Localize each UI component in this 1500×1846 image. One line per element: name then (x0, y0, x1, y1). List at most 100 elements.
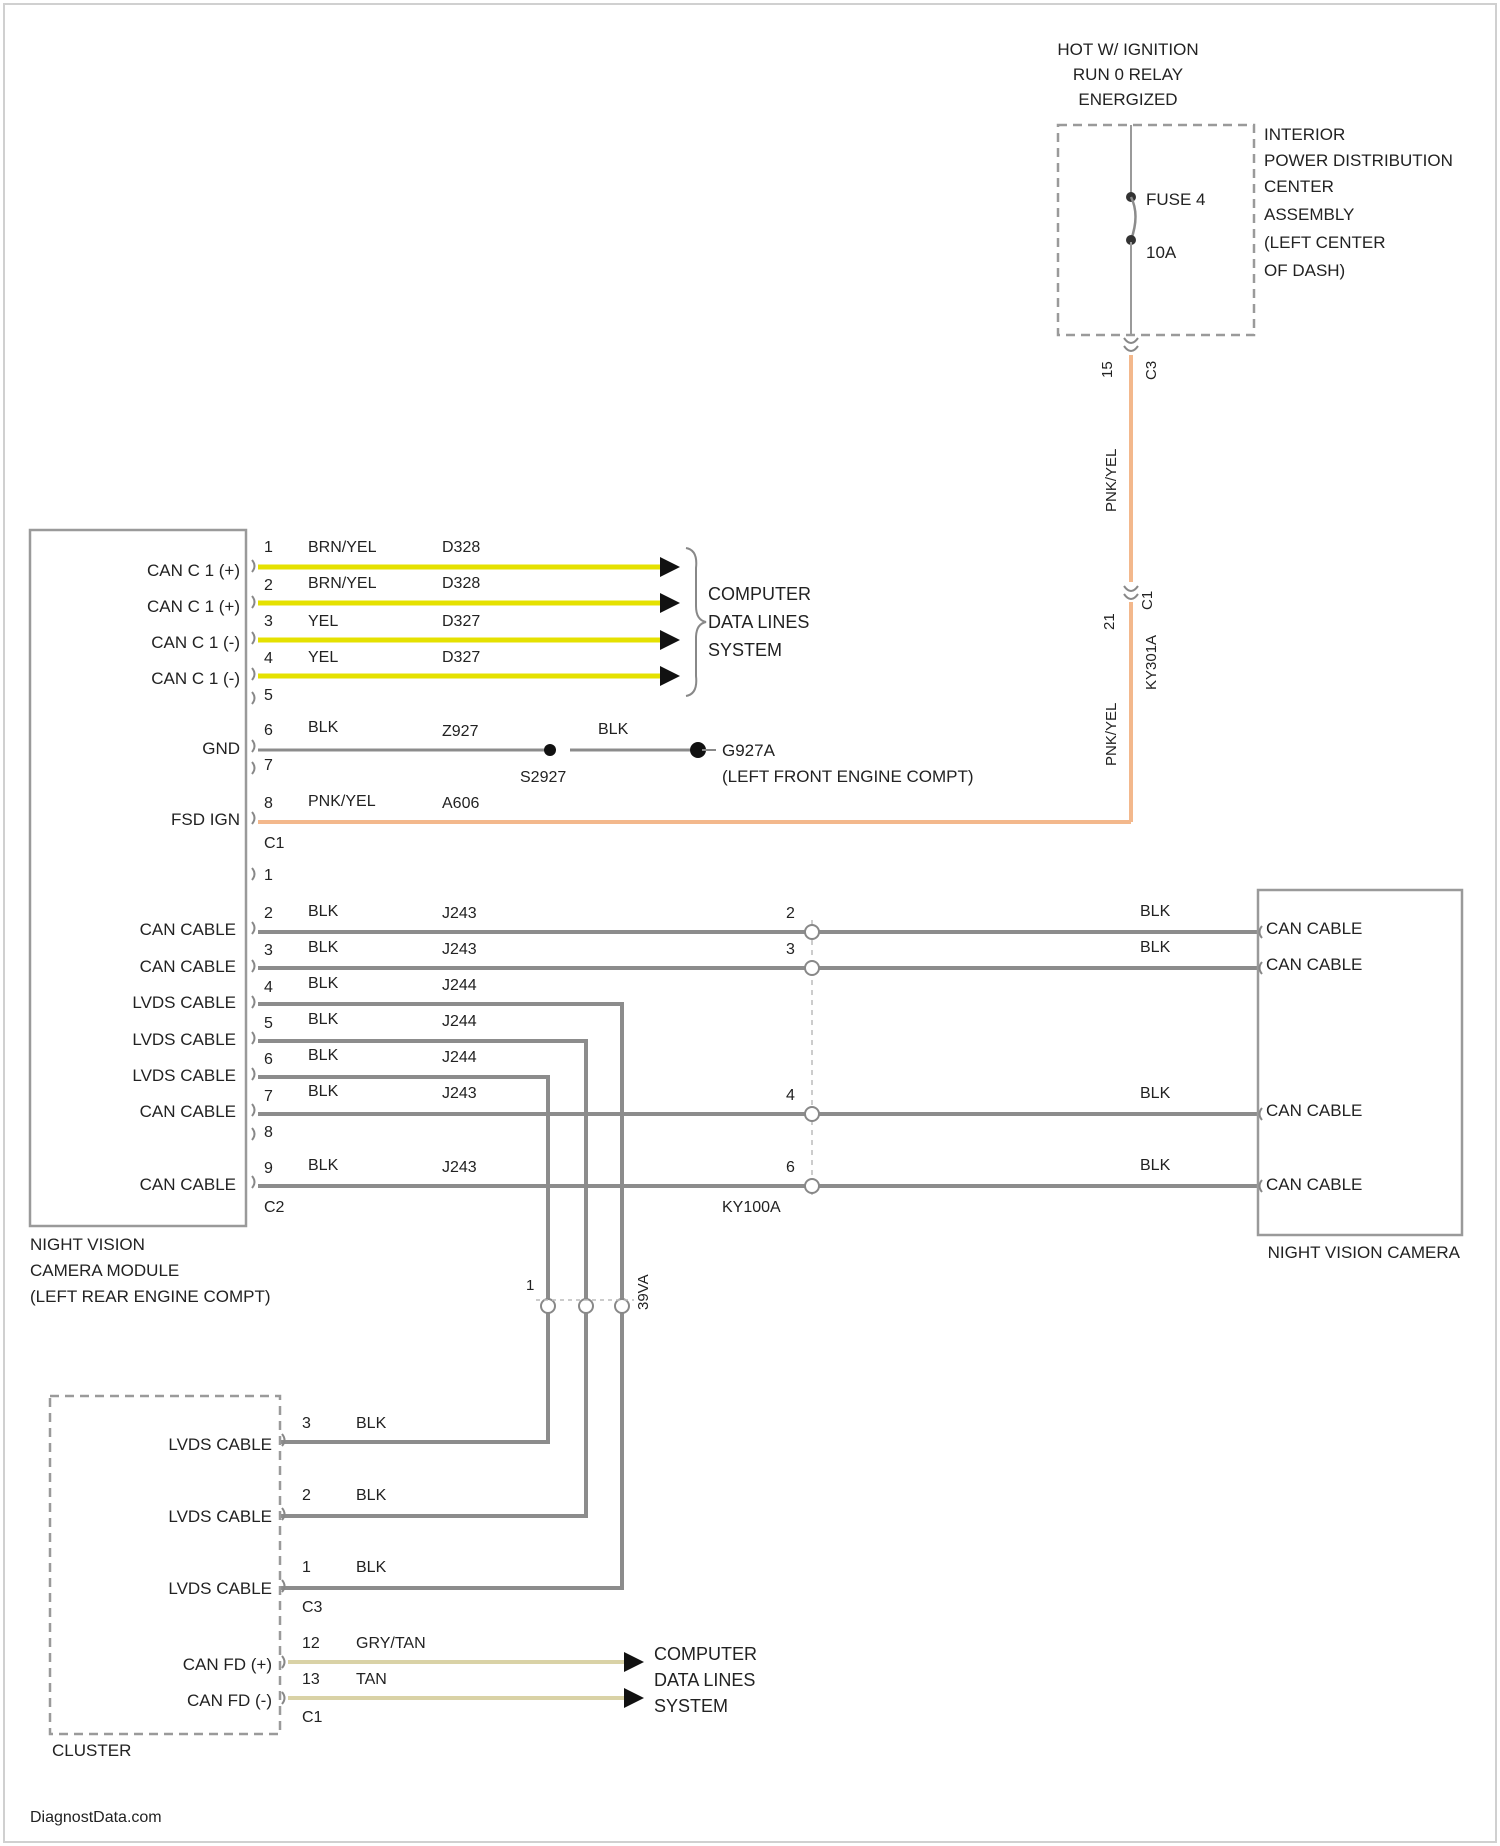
lvds-inline-pin-c (615, 1299, 629, 1313)
arrow-d327-2 (660, 666, 680, 686)
wire-color-c2-5: BLK (308, 1011, 339, 1028)
assembly-line-1: INTERIOR (1264, 125, 1345, 144)
camera-label-3: CAN CABLE (1266, 1101, 1362, 1120)
data-lines-label-3: SYSTEM (708, 640, 782, 660)
inline-pin-label-6: 6 (786, 1159, 795, 1176)
cluster-pin-12: 12 (302, 1635, 320, 1652)
c1-pin-7: 7 (264, 757, 273, 774)
c2-wiring: BLK J243 BLK J243 BLK J244 BLK J244 BLK … (258, 903, 1258, 1588)
cluster-pin-1: 1 (302, 1559, 311, 1576)
wire-j244-pin6 (258, 1077, 548, 1442)
arrow-d327-1 (660, 630, 680, 650)
c2-pin-5: 5 (264, 1015, 273, 1032)
lvds-inline-pin-a (541, 1299, 555, 1313)
module-label-can-c1-plus-1: CAN C 1 (+) (147, 561, 240, 580)
module-name-line-1: NIGHT VISION (30, 1235, 145, 1254)
wire-color-c2-2: BLK (308, 903, 339, 920)
module-label-can-c1-minus-2: CAN C 1 (-) (151, 669, 240, 688)
c1-pin-5: 5 (264, 687, 273, 704)
wire-circuit-c1-4: D327 (442, 649, 480, 666)
data-lines-label-2: DATA LINES (708, 612, 809, 632)
module-name-line-2: CAMERA MODULE (30, 1261, 179, 1280)
c2-pin-3: 3 (264, 942, 273, 959)
c1-pin-3: 3 (264, 613, 273, 630)
wire-circuit-c2-9: J243 (442, 1159, 477, 1176)
lvds-inline-pin: 1 (526, 1277, 534, 1294)
arrow-d328-1 (660, 557, 680, 577)
wire-circuit-c2-7: J243 (442, 1085, 477, 1102)
ignition-wire-color-lower: PNK/YEL (1103, 703, 1120, 766)
c1-pin-4: 4 (264, 650, 273, 667)
module-label-gnd: GND (202, 739, 240, 758)
wire-circuit-c1-5: Z927 (442, 723, 479, 740)
c1-pin-2: 2 (264, 577, 273, 594)
power-pin-15: 15 (1099, 361, 1116, 378)
ground-wire-color: BLK (598, 721, 629, 738)
pin-15-symbol-2 (1124, 346, 1138, 351)
assembly-line-4: ASSEMBLY (1264, 205, 1354, 224)
module-label-can-cable-2: CAN CABLE (140, 920, 236, 939)
c2-pin-1: 1 (264, 867, 273, 884)
cluster-label-can-fd-plus: CAN FD (+) (183, 1655, 272, 1674)
cluster-data-lines-1: COMPUTER (654, 1644, 757, 1664)
wire-circuit-c2-5: J244 (442, 1013, 477, 1030)
module-label-can-cable-3: CAN CABLE (140, 957, 236, 976)
cluster-label-lvds-2: LVDS CABLE (168, 1507, 272, 1526)
wire-color-c1-3: YEL (308, 613, 338, 630)
inline-conn-c1: C1 (1139, 591, 1156, 610)
wire-circuit-c1-6: A606 (442, 795, 479, 812)
data-lines-label-1: COMPUTER (708, 584, 811, 604)
module-label-lvds-cable-4: LVDS CABLE (132, 993, 236, 1012)
wire-color-c2-3: BLK (308, 939, 339, 956)
wire-color-c1-1: BRN/YEL (308, 539, 377, 556)
camera-label-4: CAN CABLE (1266, 1175, 1362, 1194)
c2-pin-4: 4 (264, 979, 273, 996)
assembly-line-2: POWER DISTRIBUTION (1264, 151, 1453, 170)
inline-connector-ky100a: 2 3 4 6 KY100A BLK BLK BLK BLK (722, 903, 1171, 1216)
module-label-fsd-ign: FSD IGN (171, 810, 240, 829)
c2-pin-8: 8 (264, 1124, 273, 1141)
wire-color-c2-6: BLK (308, 1047, 339, 1064)
arrow-can-fd-minus (624, 1688, 644, 1708)
wire-color-c2-7: BLK (308, 1083, 339, 1100)
power-title-line-3: ENERGIZED (1078, 90, 1177, 109)
module-name-line-3: (LEFT REAR ENGINE COMPT) (30, 1287, 271, 1306)
cluster-label-can-fd-minus: CAN FD (-) (187, 1691, 272, 1710)
camera-wire-color-3: BLK (1140, 1085, 1171, 1102)
fuse-rating: 10A (1146, 243, 1177, 262)
wire-color-c1-2: BRN/YEL (308, 575, 377, 592)
ground-point: G927A (722, 741, 776, 760)
cluster-wire-color-13: TAN (356, 1671, 387, 1688)
instrument-cluster: LVDS CABLE LVDS CABLE LVDS CABLE CAN FD … (50, 1396, 757, 1760)
wire-circuit-c2-4: J244 (442, 977, 477, 994)
cluster-wire-color-1: BLK (356, 1559, 387, 1576)
ignition-wire-color-upper: PNK/YEL (1103, 449, 1120, 512)
camera-wire-color-2: BLK (1140, 939, 1171, 956)
inline-pin-4 (805, 1107, 819, 1121)
c1-pin-8: 8 (264, 795, 273, 812)
wire-circuit-c2-3: J243 (442, 941, 477, 958)
inline-id-ky301a: KY301A (1143, 635, 1160, 690)
wire-color-c2-4: BLK (308, 975, 339, 992)
c2-pin-6: 6 (264, 1051, 273, 1068)
assembly-line-6: OF DASH) (1264, 261, 1345, 280)
power-source: HOT W/ IGNITION RUN 0 RELAY ENERGIZED FU… (1057, 40, 1453, 822)
cluster-wire-color-12: GRY/TAN (356, 1635, 426, 1652)
fuse-symbol (1131, 197, 1136, 240)
wire-circuit-c1-2: D328 (442, 575, 480, 592)
splice-label: S2927 (520, 769, 566, 786)
module-label-can-c1-minus-1: CAN C 1 (-) (151, 633, 240, 652)
c1-pin-6: 6 (264, 722, 273, 739)
cluster-wire-color-2: BLK (356, 1487, 387, 1504)
power-title-line-2: RUN 0 RELAY (1073, 65, 1183, 84)
cluster-pin-13: 13 (302, 1671, 320, 1688)
wire-circuit-c1-1: D328 (442, 539, 480, 556)
lvds-inline-pin-b (579, 1299, 593, 1313)
inline-pin-label-4: 4 (786, 1087, 795, 1104)
assembly-line-3: CENTER (1264, 177, 1334, 196)
cluster-data-lines-2: DATA LINES (654, 1670, 755, 1690)
lvds-inline-id: 39VA (635, 1274, 652, 1310)
assembly-line-5: (LEFT CENTER (1264, 233, 1386, 252)
module-label-can-cable-7: CAN CABLE (140, 1102, 236, 1121)
fuse-name: FUSE 4 (1146, 190, 1206, 209)
